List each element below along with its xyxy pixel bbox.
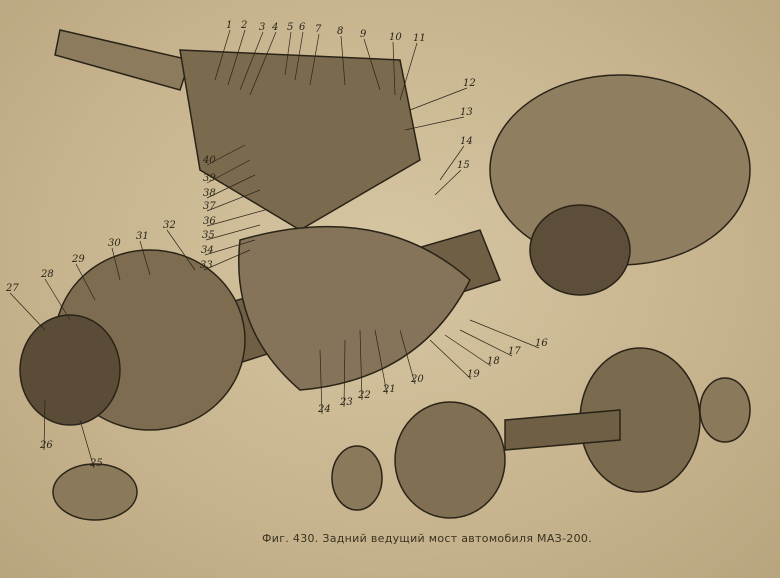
callout-15: 15 [457, 160, 470, 171]
reducer-housing [179, 49, 421, 231]
callout-3: 3 [259, 22, 265, 33]
leader-line [206, 209, 266, 227]
callout-23: 23 [339, 397, 353, 408]
callout-33: 33 [200, 260, 213, 271]
leader-line [374, 329, 388, 395]
callout-2: 2 [240, 20, 247, 31]
callout-1: 1 [226, 20, 232, 31]
callout-40: 40 [202, 155, 216, 166]
leader-line [111, 247, 121, 281]
callout-18: 18 [487, 356, 500, 367]
callout-14: 14 [460, 136, 473, 147]
callout-16: 16 [535, 338, 548, 349]
leader-line [203, 249, 251, 271]
callout-31: 31 [136, 231, 149, 242]
leader-line [227, 29, 246, 86]
leader-line [434, 169, 462, 196]
leader-line [392, 41, 396, 96]
leader-line [75, 263, 96, 301]
leader-line [363, 38, 381, 91]
pinion-bearing [699, 377, 751, 443]
callout-17: 17 [508, 346, 521, 357]
callout-4: 4 [271, 22, 278, 33]
leader-line [166, 229, 196, 271]
callout-27: 27 [5, 283, 19, 294]
leader-line [469, 319, 540, 349]
callout-37: 37 [203, 201, 216, 212]
leader-line [319, 349, 323, 415]
callout-24: 24 [317, 404, 331, 415]
callout-12: 12 [463, 78, 476, 89]
callout-9: 9 [360, 29, 367, 40]
leader-line [309, 33, 320, 86]
callout-39: 39 [203, 173, 216, 184]
leader-line [444, 334, 492, 367]
leader-line [206, 144, 246, 166]
leader-line [204, 239, 256, 256]
propeller-shaft [54, 29, 191, 91]
leader-line [139, 240, 151, 276]
differential-case [394, 401, 506, 519]
leader-line [239, 31, 264, 91]
seal-ring [52, 463, 138, 521]
callout-13: 13 [460, 107, 473, 118]
callout-34: 34 [201, 245, 214, 256]
leader-line [340, 35, 346, 86]
callout-32: 32 [163, 220, 176, 231]
callout-26: 26 [39, 440, 53, 451]
leader-line [284, 31, 292, 76]
leader-line [43, 399, 46, 451]
callout-10: 10 [389, 32, 402, 43]
callout-8: 8 [337, 26, 343, 37]
leader-line [205, 224, 261, 241]
leader-line [44, 278, 71, 321]
callout-28: 28 [40, 269, 54, 280]
callout-29: 29 [71, 254, 85, 265]
leader-line [249, 31, 277, 96]
leader-line [404, 116, 465, 131]
callout-19: 19 [467, 369, 480, 380]
cross-shaft [504, 409, 621, 451]
leader-line [399, 329, 416, 385]
leader-line [439, 145, 465, 181]
leader-line [399, 42, 418, 101]
leader-line [79, 419, 95, 469]
leader-line [206, 174, 256, 199]
leader-line [206, 159, 251, 184]
callout-6: 6 [299, 22, 306, 33]
callout-20: 20 [410, 374, 424, 385]
callout-21: 21 [382, 384, 396, 395]
callout-36: 36 [203, 216, 216, 227]
callout-11: 11 [413, 33, 426, 44]
leader-line [429, 339, 472, 380]
leader-line [294, 31, 304, 81]
leader-line [359, 329, 363, 401]
leader-line [409, 87, 468, 111]
callout-38: 38 [203, 188, 216, 199]
leader-line [343, 339, 346, 408]
leader-line [9, 292, 46, 331]
callout-30: 30 [108, 238, 121, 249]
axle-bulge [238, 225, 471, 391]
callout-25: 25 [89, 458, 103, 469]
callout-35: 35 [202, 230, 215, 241]
callout-7: 7 [315, 24, 322, 35]
leader-line [459, 329, 513, 357]
figure-caption: Фиг. 430. Задний ведущий мост автомобиля… [262, 532, 592, 545]
bearing [331, 445, 383, 511]
leader-line [214, 29, 231, 81]
callout-5: 5 [287, 22, 293, 33]
callout-22: 22 [357, 390, 371, 401]
leader-line [206, 189, 261, 212]
